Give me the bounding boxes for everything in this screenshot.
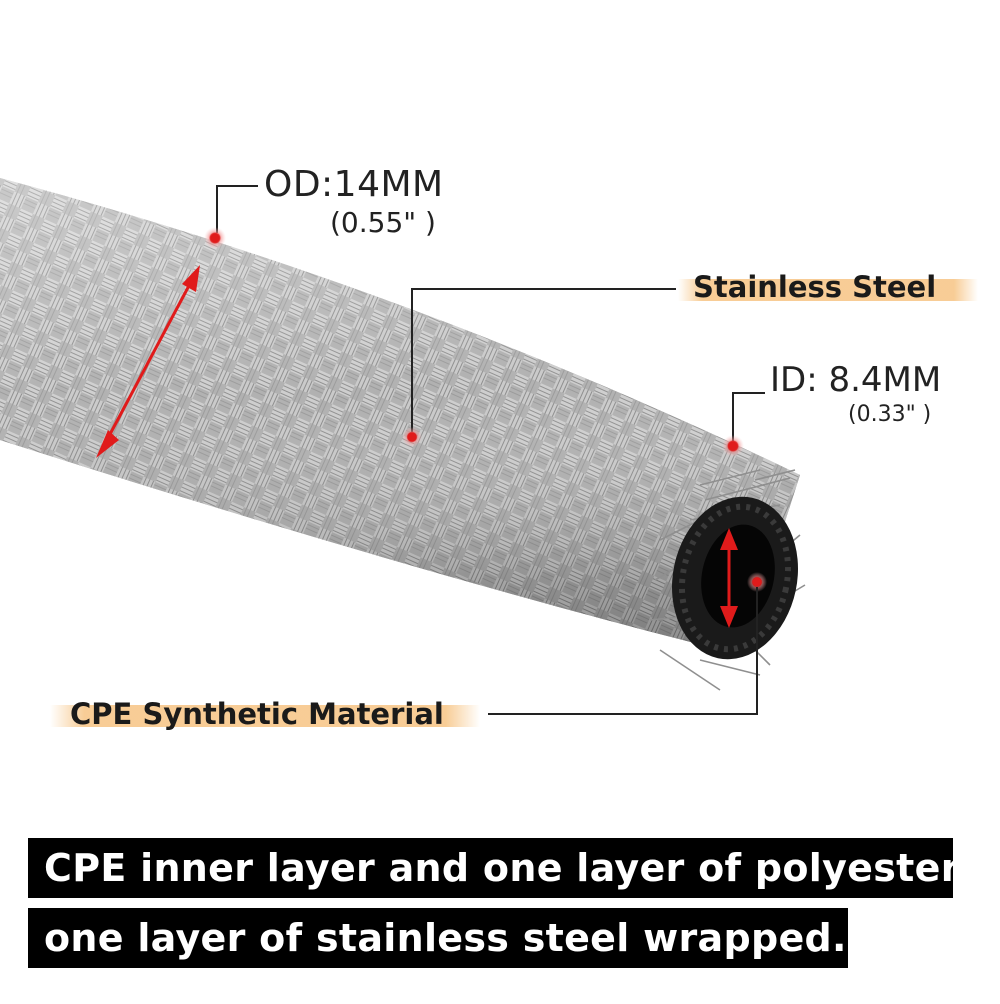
cpe-tag-highlight	[50, 705, 480, 727]
od-arrow	[106, 279, 194, 439]
cpe-material-label: CPE Synthetic Material	[70, 697, 444, 731]
stainless-steel-label: Stainless Steel	[693, 270, 937, 304]
steel-leader-line	[411, 288, 676, 432]
id-label: ID: 8.4MM	[770, 360, 942, 400]
od-leader-line	[216, 185, 258, 233]
caption-line-2: one layer of stainless steel wrapped.	[28, 908, 848, 968]
od-inch-label: (0.55" )	[330, 206, 436, 239]
cpe-leader-line	[488, 587, 758, 715]
id-inch-label: (0.33" )	[848, 402, 932, 427]
caption-line-1: CPE inner layer and one layer of polyest…	[28, 838, 969, 898]
steel-tag-highlight	[678, 279, 978, 301]
od-label: OD:14MM	[264, 164, 444, 205]
id-leader-line	[732, 392, 765, 441]
